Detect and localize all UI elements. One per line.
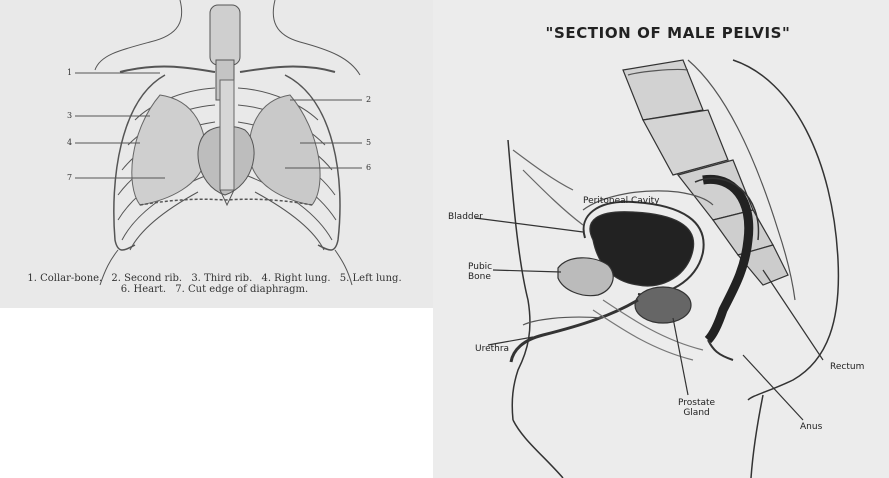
thorax-number-5: 5: [366, 138, 371, 147]
pelvis-diagram-panel: "SECTION OF MALE PELVIS": [433, 0, 889, 478]
caption-item: 3. Third rib.: [191, 273, 252, 284]
caption-item: 7. Cut edge of diaphragm.: [175, 284, 308, 295]
thorax-number-7: 7: [67, 173, 72, 182]
label-pubic-bone: Pubic Bone: [468, 262, 492, 282]
caption-item: 1. Collar-bone.: [27, 273, 102, 284]
thorax-illustration: [0, 0, 433, 308]
thorax-caption-line-2: 6. Heart. 7. Cut edge of diaphragm.: [10, 284, 425, 295]
label-rectum: Rectum: [830, 362, 864, 372]
caption-item: 4. Right lung.: [261, 273, 330, 284]
label-urethra: Urethra: [475, 344, 509, 354]
thorax-caption-line-1: 1. Collar-bone. 2. Second rib. 3. Third …: [10, 273, 425, 284]
thorax-number-3: 3: [67, 111, 72, 120]
pelvis-illustration: [433, 0, 889, 478]
label-pubic-bone-line-2: Bone: [468, 272, 492, 282]
label-prostate-line-1: Prostate: [678, 398, 715, 408]
thorax-number-6: 6: [366, 163, 371, 172]
label-anus: Anus: [800, 422, 822, 432]
thorax-number-4: 4: [67, 138, 72, 147]
thorax-number-1: 1: [67, 68, 72, 77]
thorax-diagram-panel: 1 2 3 4 5 6 7 1. Collar-bone. 2. Second …: [0, 0, 433, 308]
label-pubic-bone-line-1: Pubic: [468, 262, 492, 272]
thorax-caption: 1. Collar-bone. 2. Second rib. 3. Third …: [10, 273, 425, 295]
label-prostate-line-2: Gland: [678, 408, 715, 418]
caption-item: 5. Left lung.: [340, 273, 402, 284]
label-peritoneal-cavity: Peritoneal Cavity: [583, 196, 659, 206]
caption-item: 6. Heart.: [121, 284, 166, 295]
caption-item: 2. Second rib.: [111, 273, 182, 284]
thorax-number-2: 2: [366, 95, 371, 104]
label-prostate-gland: Prostate Gland: [678, 398, 715, 418]
label-bladder: Bladder: [448, 212, 483, 222]
